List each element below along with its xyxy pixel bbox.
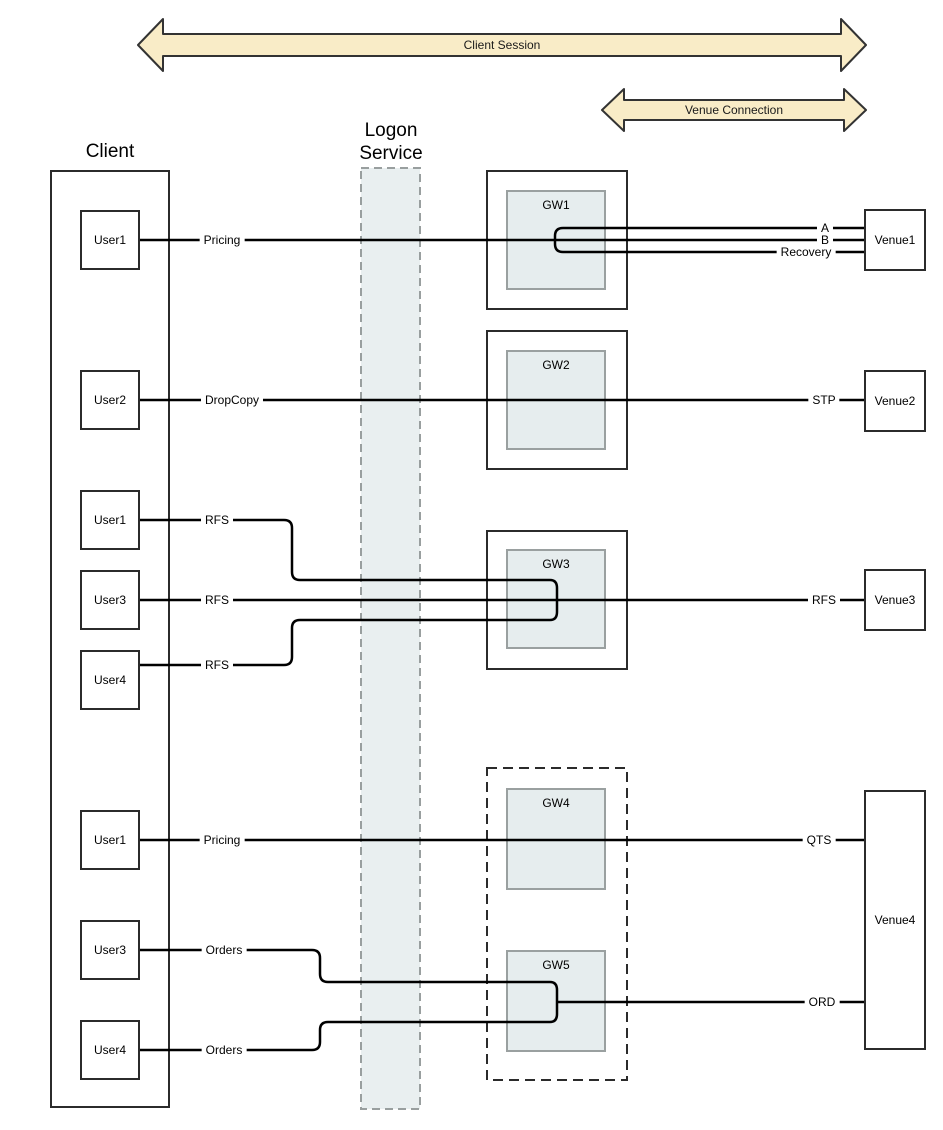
user-box-3-rfs: User3 xyxy=(80,570,140,630)
venue-3-box: Venue3 xyxy=(864,569,926,631)
line-gw5-merge-bracket xyxy=(549,980,559,1024)
connection-label-orders-user4: Orders xyxy=(201,1043,247,1057)
user-box-4-orders: User4 xyxy=(80,1020,140,1080)
user-label: User3 xyxy=(93,593,126,607)
connection-label-rfs-user4: RFS xyxy=(201,658,233,672)
venue-label: Venue3 xyxy=(874,593,916,607)
user-label: User1 xyxy=(93,833,126,847)
connection-label-orders-user3: Orders xyxy=(201,943,247,957)
venue-label: Venue1 xyxy=(874,233,916,247)
user-box-4-rfs: User4 xyxy=(80,650,140,710)
gateway-45-dashed-container xyxy=(486,767,628,1081)
connection-label-pricing-gw4: Pricing xyxy=(199,833,245,847)
logon-service-band xyxy=(360,167,421,1110)
venue-line-label-rfs: RFS xyxy=(808,593,840,607)
user-box-1-pricing2: User1 xyxy=(80,810,140,870)
gateway-label: GW4 xyxy=(542,796,570,810)
user-label: User4 xyxy=(93,673,126,687)
user-box-2-dropcopy: User2 xyxy=(80,370,140,430)
line-rfs-user1-to-gw3 xyxy=(140,518,550,582)
venue-label: Venue2 xyxy=(874,394,916,408)
venue-connection-arrow xyxy=(601,88,867,132)
connection-label-pricing-gw1: Pricing xyxy=(199,233,245,247)
gateway-label: GW3 xyxy=(542,557,570,571)
user-box-3-orders: User3 xyxy=(80,920,140,980)
client-container-box xyxy=(50,170,170,1108)
venue-line-label-b: B xyxy=(816,233,834,247)
logon-service-title-line2: Service xyxy=(359,143,423,164)
user-label: User1 xyxy=(93,513,126,527)
line-rfs-user4-to-gw3 xyxy=(140,618,550,667)
client-group-title: Client xyxy=(85,141,135,162)
logon-service-title: Logon Service xyxy=(341,119,441,165)
connection-label-rfs-user3: RFS xyxy=(201,593,233,607)
logon-service-title-line1: Logon xyxy=(364,120,418,141)
gateway-label: GW2 xyxy=(542,358,570,372)
user-box-1-pricing: User1 xyxy=(80,210,140,270)
venue-line-label-a: A xyxy=(816,221,834,235)
connection-label-dropcopy: DropCopy xyxy=(200,393,264,407)
venue-line-label-ord: ORD xyxy=(804,995,840,1009)
user-label: User4 xyxy=(93,1043,126,1057)
client-session-arrow xyxy=(137,18,867,72)
venue-line-label-stp: STP xyxy=(808,393,840,407)
line-gw1-fork-a-recovery xyxy=(553,226,864,254)
user-label: User1 xyxy=(93,233,126,247)
user-label: User3 xyxy=(93,943,126,957)
venue-line-label-qts: QTS xyxy=(802,833,836,847)
line-orders-user4-to-gw5 xyxy=(140,1020,550,1052)
user-label: User2 xyxy=(93,393,126,407)
venue-connection-label: Venue Connection xyxy=(684,103,784,117)
venue-1-box: Venue1 xyxy=(864,209,926,271)
gateway-label: GW5 xyxy=(542,958,570,972)
venue-2-box: Venue2 xyxy=(864,370,926,432)
client-session-label: Client Session xyxy=(463,38,541,52)
venue-4-box: Venue4 xyxy=(864,790,926,1050)
venue-label: Venue4 xyxy=(874,913,916,927)
user-box-1-rfs: User1 xyxy=(80,490,140,550)
venue-line-label-recovery: Recovery xyxy=(776,245,836,259)
connection-label-rfs-user1: RFS xyxy=(201,513,233,527)
line-orders-user3-to-gw5 xyxy=(140,948,550,984)
gateway-label: GW1 xyxy=(542,198,570,212)
